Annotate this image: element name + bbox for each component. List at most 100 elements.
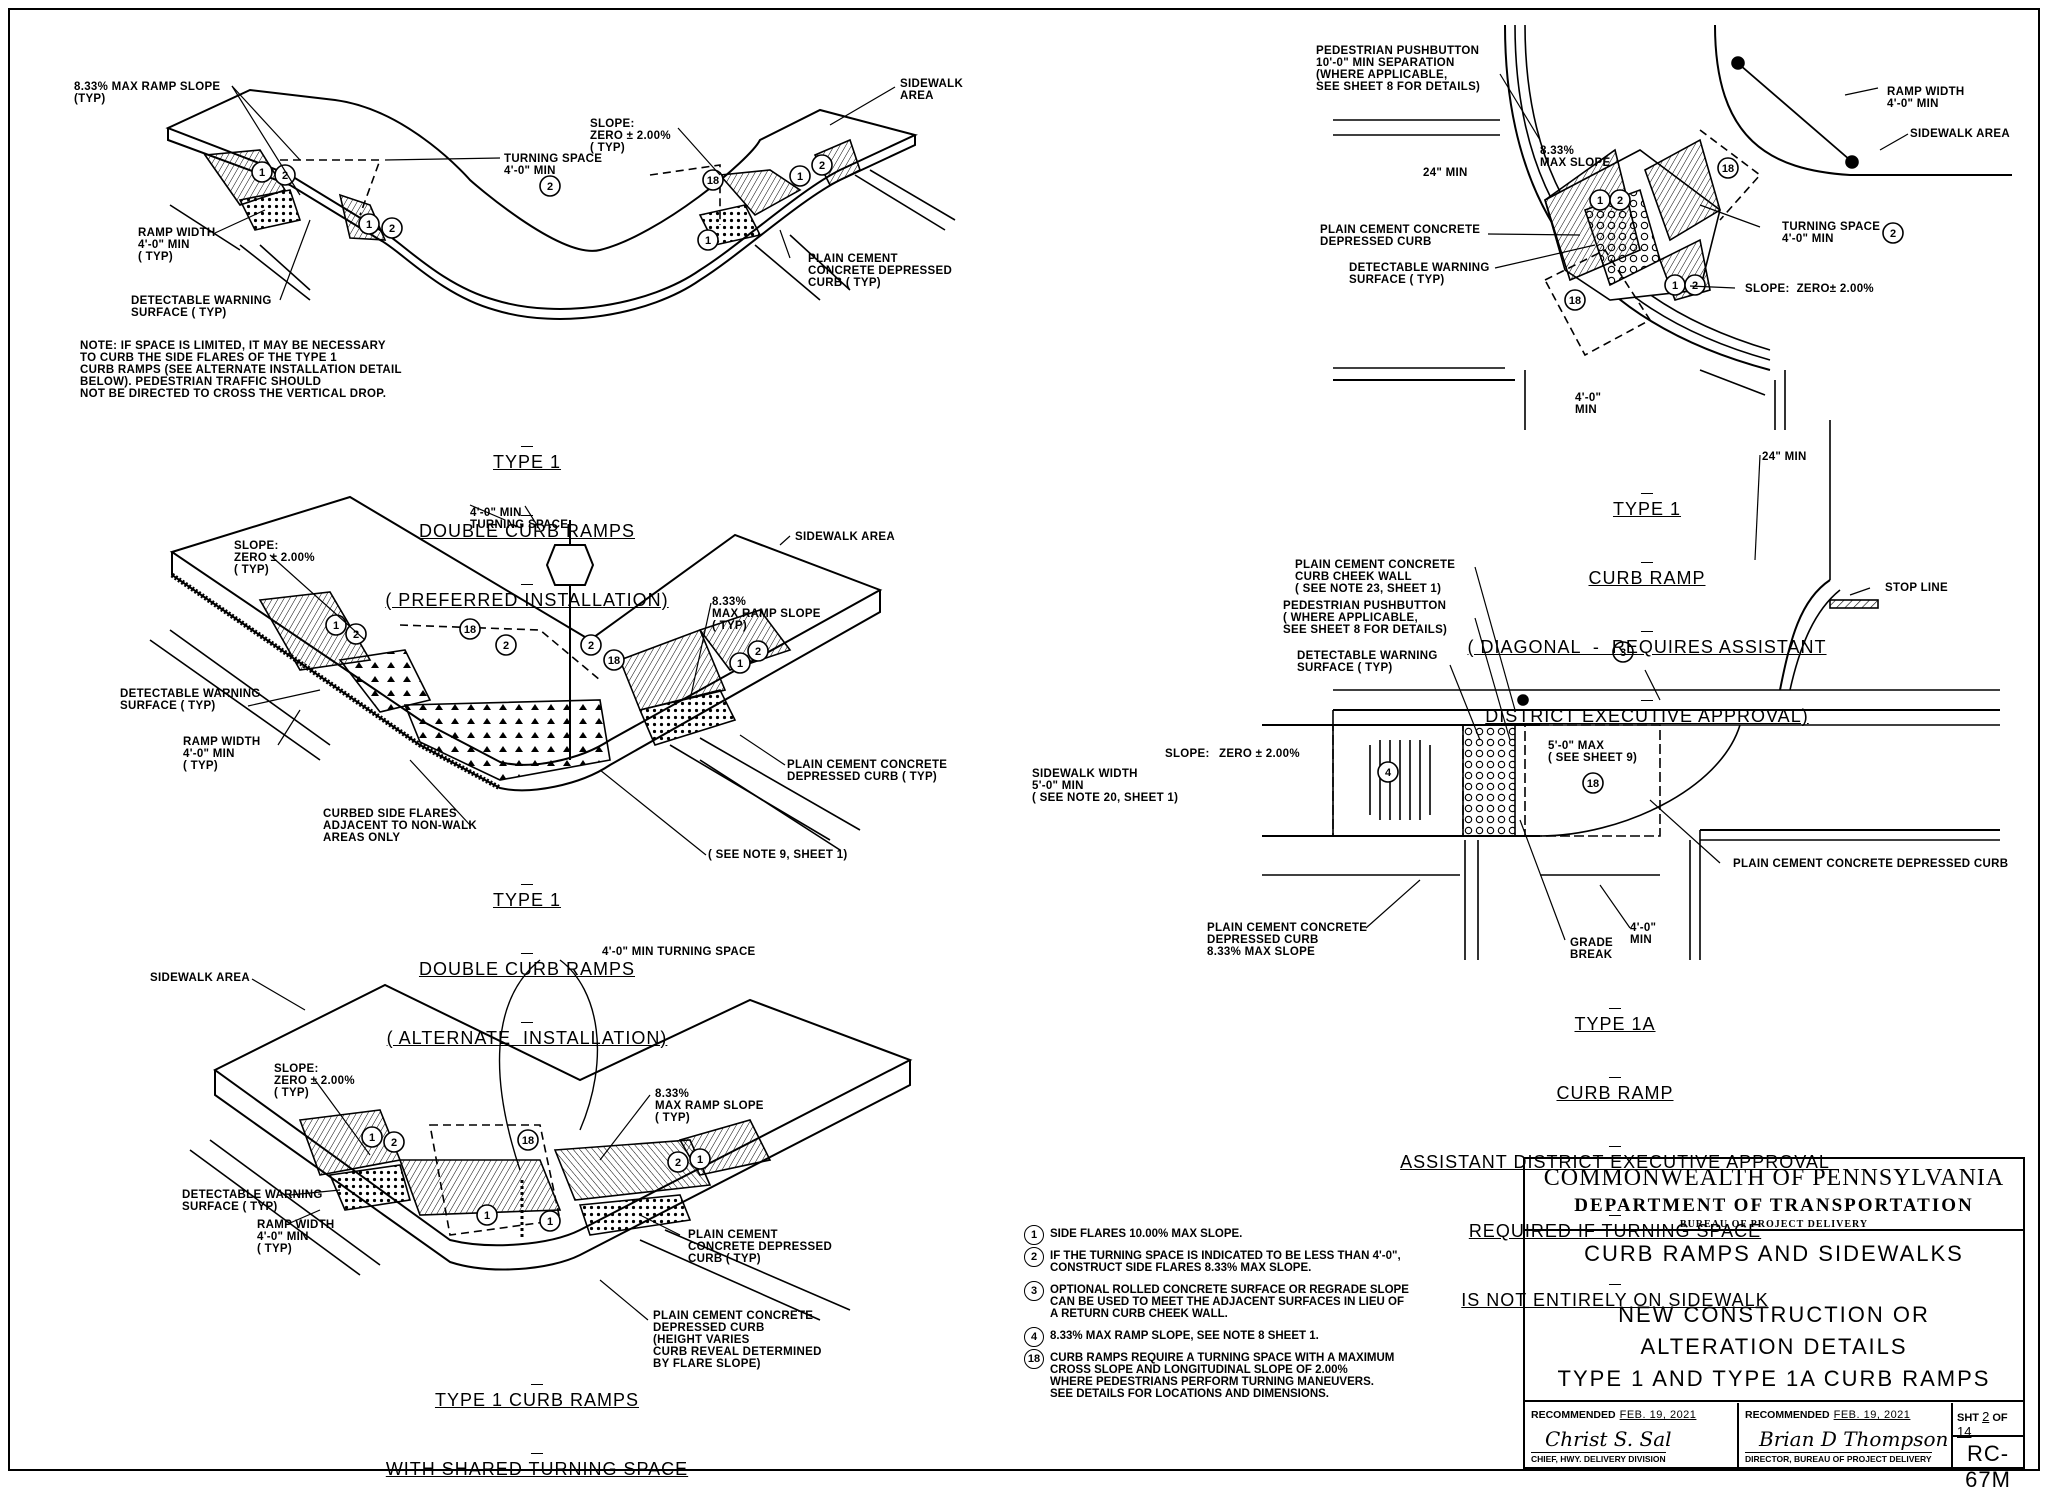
label-max-ramp-slope: 8.33% MAX RAMP SLOPE ( TYP) — [712, 596, 821, 632]
label-24-min-top: 24" MIN — [1423, 167, 1468, 179]
agency-name: COMMONWEALTH OF PENNSYLVANIA — [1543, 1165, 2005, 1191]
signer-role: CHIEF, HWY. DELIVERY DIVISION — [1531, 1452, 1666, 1464]
label-detectable-warning: DETECTABLE WARNING SURFACE ( TYP) — [1349, 262, 1490, 286]
svg-text:2: 2 — [819, 160, 825, 172]
label-ramp-width: RAMP WIDTH 4'-0" MIN ( TYP) — [257, 1219, 335, 1255]
svg-text:1: 1 — [1672, 280, 1678, 292]
svg-text:3: 3 — [1620, 647, 1626, 659]
label-grade-break: GRADE BREAK — [1570, 937, 1614, 961]
leader-lines — [214, 73, 1909, 1321]
label-ramp-width: RAMP WIDTH 4'-0" MIN — [1887, 86, 1965, 110]
signature: Christ S. Sal — [1545, 1427, 1672, 1451]
label-24-min-bottom: 24" MIN — [1762, 451, 1807, 463]
svg-text:2: 2 — [1617, 195, 1623, 207]
label-depressed-curb-right: PLAIN CEMENT CONCRETE DEPRESSED CURB — [1733, 858, 2009, 870]
label-depressed-curb: PLAIN CEMENT CONCRETE DEPRESSED CURB — [1320, 224, 1481, 248]
svg-text:18: 18 — [707, 175, 719, 187]
detail-double-alternate — [149, 495, 883, 851]
svg-text:2: 2 — [588, 640, 594, 652]
svg-text:1: 1 — [369, 1132, 375, 1144]
label-slope-zero: SLOPE: ZERO ± 2.00% ( TYP) — [274, 1063, 355, 1099]
label-turning-space: 4'-0" MIN TURNING SPACE — [470, 507, 569, 531]
signature: Brian D Thompson — [1759, 1427, 1949, 1451]
label-turning-space: 4'-0" MIN TURNING SPACE — [602, 946, 756, 958]
department-name: DEPARTMENT OF TRANSPORTATION — [1574, 1195, 1974, 1216]
recommended-date: FEB. 19, 2021 — [1619, 1409, 1697, 1421]
svg-text:1: 1 — [366, 219, 372, 231]
svg-text:2: 2 — [389, 223, 395, 235]
svg-text:1: 1 — [697, 1154, 703, 1166]
svg-text:18: 18 — [1722, 163, 1734, 175]
svg-text:2: 2 — [391, 1137, 397, 1149]
bureau-name: BUREAU OF PROJECT DELIVERY — [1679, 1219, 1869, 1230]
label-sidewalk-area: SIDEWALK AREA — [900, 78, 964, 102]
svg-text:2: 2 — [547, 181, 553, 193]
title-double-preferred: TYPE 1 DOUBLE CURB RAMPS ( PREFERRED INS… — [385, 452, 669, 610]
svg-text:2: 2 — [282, 170, 288, 182]
label-depressed-curb: PLAIN CEMENT CONCRETE DEPRESSED CURB ( T… — [787, 759, 948, 783]
detail-shared-turning — [189, 959, 913, 1321]
svg-text:1: 1 — [737, 658, 743, 670]
label-depressed-curb-left: PLAIN CEMENT CONCRETE DEPRESSED CURB 8.3… — [1207, 922, 1368, 958]
label-zero-slope: ZERO ± 2.00% — [1219, 748, 1300, 760]
svg-text:1: 1 — [259, 167, 265, 179]
svg-text:2: 2 — [675, 1157, 681, 1169]
label-ramp-width: RAMP WIDTH 4'-0" MIN ( TYP) — [138, 227, 216, 263]
svg-text:1: 1 — [484, 1210, 490, 1222]
label-sidewalk-area: SIDEWALK AREA — [795, 531, 895, 543]
label-ramp-width: RAMP WIDTH 4'-0" MIN ( TYP) — [183, 736, 261, 772]
label-max-slope: 8.33% MAX SLOPE — [1540, 145, 1611, 169]
label-slope-zero: SLOPE: ZERO ± 2.00% ( TYP) — [590, 118, 671, 154]
svg-text:18: 18 — [1569, 295, 1581, 307]
svg-text:18: 18 — [1587, 778, 1599, 790]
svg-text:1: 1 — [797, 171, 803, 183]
svg-text:1: 1 — [547, 1216, 553, 1228]
label-curb-reveal: PLAIN CEMENT CONCRETE DEPRESSED CURB (HE… — [653, 1310, 822, 1370]
callout-circles — [251, 154, 1904, 1232]
label-pushbutton: PEDESTRIAN PUSHBUTTON 10'-0" MIN SEPARAT… — [1316, 45, 1481, 93]
title-double-alternate: TYPE 1 DOUBLE CURB RAMPS ( ALTERNATE INS… — [386, 890, 668, 1048]
label-pushbutton: PEDESTRIAN PUSHBUTTON ( WHERE APPLICABLE… — [1283, 600, 1448, 636]
recommended-date: FEB. 19, 2021 — [1833, 1409, 1911, 1421]
label-detectable-warning: DETECTABLE WARNING SURFACE ( TYP) — [1297, 650, 1438, 674]
label-turning-space: TURNING SPACE 4'-0" MIN — [504, 153, 603, 177]
label-stop-line: STOP LINE — [1885, 582, 1948, 594]
svg-text:1: 1 — [705, 235, 711, 247]
title-block: COMMONWEALTH OF PENNSYLVANIA DEPARTMENT … — [1523, 1157, 2025, 1492]
svg-text:18: 18 — [608, 655, 620, 667]
svg-text:1: 1 — [333, 620, 339, 632]
svg-text:2: 2 — [755, 646, 761, 658]
label-sidewalk-width: SIDEWALK WIDTH 5'-0" MIN ( SEE NOTE 20, … — [1032, 768, 1179, 804]
label-detectable-warning: DETECTABLE WARNING SURFACE ( TYP) — [182, 1189, 323, 1213]
sheet-number-cell: SHT 2 OF 14 RC-67M — [1951, 1403, 2023, 1492]
label-detectable-warning: DETECTABLE WARNING SURFACE ( TYP) — [131, 295, 272, 319]
label-four-ft: 4'-0" MIN — [1630, 922, 1657, 946]
sheet-subject: CURB RAMPS AND SIDEWALKS — [1584, 1241, 1964, 1266]
label-depressed-curb: PLAIN CEMENT CONCRETE DEPRESSED CURB ( T… — [688, 1229, 833, 1265]
title-shared-turning: TYPE 1 CURB RAMPS WITH SHARED TURNING SP… — [385, 1390, 689, 1479]
space-limited-note: NOTE: IF SPACE IS LIMITED, IT MAY BE NEC… — [80, 340, 402, 400]
label-max-ramp-slope: 8.33% MAX RAMP SLOPE ( TYP) — [655, 1088, 764, 1124]
label-cheek-wall: PLAIN CEMENT CONCRETE CURB CHEEK WALL ( … — [1295, 559, 1456, 595]
label-four-ft: 4'-0" MIN — [1575, 392, 1602, 416]
title-diagonal: TYPE 1 CURB RAMP ( DIAGONAL - REQUIRES A… — [1467, 499, 1827, 726]
label-see-note: ( SEE NOTE 9, SHEET 1) — [708, 849, 848, 861]
detail-diagonal — [1333, 24, 2012, 430]
signer-role: DIRECTOR, BUREAU OF PROJECT DELIVERY — [1745, 1452, 1932, 1464]
label-sidewalk-area: SIDEWALK AREA — [1910, 128, 2010, 140]
label-detectable-warning: DETECTABLE WARNING SURFACE ( TYP) — [120, 688, 261, 712]
svg-text:1: 1 — [1597, 195, 1603, 207]
label-sidewalk-area: SIDEWALK AREA — [150, 972, 250, 984]
svg-text:18: 18 — [522, 1135, 534, 1147]
label-slope: SLOPE: — [1165, 748, 1210, 760]
svg-text:4: 4 — [1385, 767, 1392, 779]
label-slope-zero: SLOPE: ZERO± 2.00% — [1745, 283, 1874, 295]
svg-text:2: 2 — [503, 640, 509, 652]
label-curbed-flares: CURBED SIDE FLARES ADJACENT TO NON-WALK … — [323, 808, 478, 844]
